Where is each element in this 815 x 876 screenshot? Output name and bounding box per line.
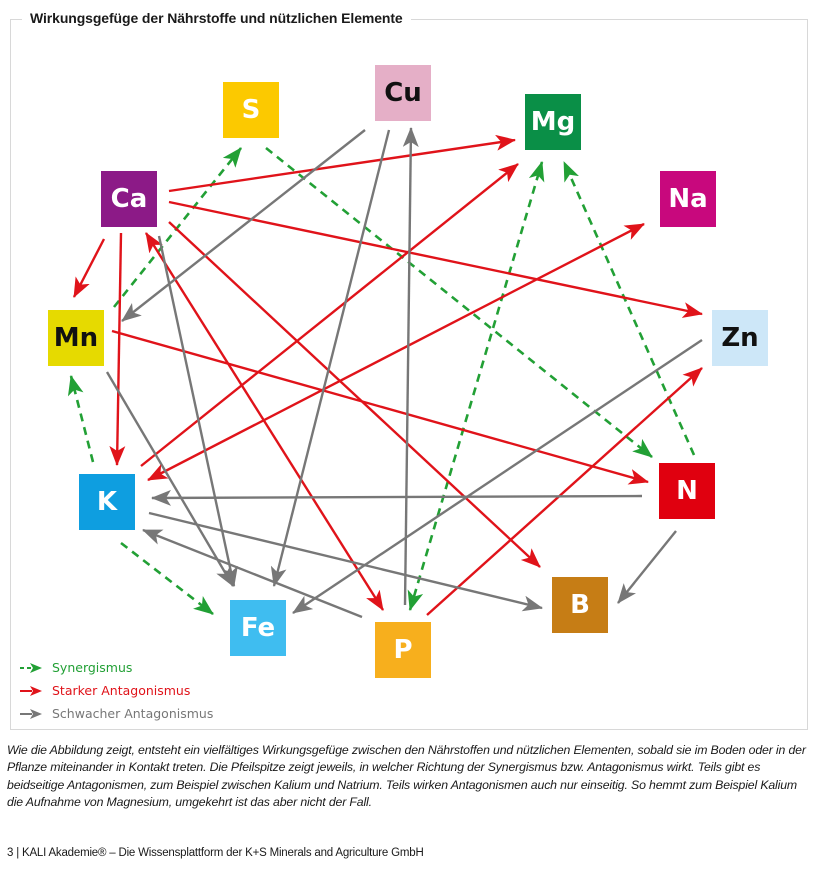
element-label-zn: Zn bbox=[721, 323, 759, 353]
arrow-mn-to-fe-weak-antagonism bbox=[105, 371, 235, 587]
arrow-ca-to-zn-strong-antagonism bbox=[168, 200, 703, 318]
element-label-n: N bbox=[676, 476, 698, 506]
arrow-p-to-zn-strong-antagonism bbox=[426, 367, 703, 616]
element-label-s: S bbox=[241, 95, 261, 125]
element-box-ca: Ca bbox=[101, 171, 157, 227]
arrow-ca-to-mn-strong-antagonism bbox=[72, 238, 106, 298]
element-label-mg: Mg bbox=[530, 107, 576, 137]
page-footer: 3 | KALI Akademie® – Die Wissensplattfor… bbox=[7, 847, 424, 859]
arrow-ca-to-b-strong-antagonism bbox=[168, 221, 541, 568]
element-box-b: B bbox=[552, 577, 608, 633]
legend-item-strong-antagonism: Starker Antagonismus bbox=[20, 679, 213, 702]
element-label-fe: Fe bbox=[240, 613, 276, 643]
element-label-mn: Mn bbox=[53, 323, 99, 353]
element-box-n: N bbox=[659, 463, 715, 519]
arrow-k-to-mg-strong-antagonism bbox=[140, 163, 519, 467]
arrow-n-to-k-weak-antagonism bbox=[151, 489, 643, 506]
legend-item-weak-antagonism: Schwacher Antagonismus bbox=[20, 702, 213, 725]
element-box-s: S bbox=[223, 82, 279, 138]
arrow-ca-to-s-synergism bbox=[112, 147, 243, 308]
element-label-ca: Ca bbox=[110, 184, 148, 214]
red-arrow-icon bbox=[20, 685, 42, 696]
element-label-b: B bbox=[570, 590, 590, 620]
gray-arrow-icon bbox=[20, 708, 42, 719]
arrowhead-mg-to-p bbox=[407, 589, 424, 611]
arrow-ca-to-fe-weak-antagonism bbox=[157, 235, 238, 587]
arrow-p-to-k-weak-antagonism bbox=[142, 528, 363, 619]
legend-label-weak-antagonism: Schwacher Antagonismus bbox=[52, 706, 214, 721]
diagram-title: Wirkungsgefüge der Nährstoffe und nützli… bbox=[22, 10, 411, 26]
element-box-fe: Fe bbox=[230, 600, 286, 656]
arrow-n-to-b-weak-antagonism bbox=[617, 530, 677, 604]
arrow-k-to-b-weak-antagonism bbox=[148, 511, 543, 612]
arrow-k-to-mn-synergism bbox=[67, 375, 95, 463]
element-box-cu: Cu bbox=[375, 65, 431, 121]
element-box-mn: Mn bbox=[48, 310, 104, 366]
arrow-p-to-cu-weak-antagonism bbox=[402, 127, 419, 606]
legend-item-synergism: Synergismus bbox=[20, 656, 213, 679]
arrow-ca-to-mg-strong-antagonism bbox=[168, 134, 516, 193]
arrow-p-to-mg-synergism bbox=[408, 161, 545, 611]
arrow-cu-to-fe-weak-antagonism bbox=[270, 129, 391, 587]
arrowhead-ca-to-p bbox=[366, 589, 384, 611]
element-box-zn: Zn bbox=[712, 310, 768, 366]
arrow-zn-to-fe-weak-antagonism bbox=[292, 339, 703, 614]
arrow-k-to-fe-synergism bbox=[120, 541, 214, 616]
element-box-mg: Mg bbox=[525, 94, 581, 150]
arrow-k-to-na-strong-antagonism bbox=[147, 222, 645, 482]
caption-text: Wie die Abbildung zeigt, entsteht ein vi… bbox=[7, 743, 806, 809]
element-box-p: P bbox=[375, 622, 431, 678]
interaction-diagram bbox=[67, 127, 703, 619]
legend-label-strong-antagonism: Starker Antagonismus bbox=[52, 683, 191, 698]
element-box-k: K bbox=[79, 474, 135, 530]
arrow-s-to-n-synergism bbox=[265, 146, 653, 459]
element-label-cu: Cu bbox=[384, 78, 422, 108]
arrow-ca-to-k-strong-antagonism bbox=[109, 232, 126, 466]
dashed-arrow-icon bbox=[20, 662, 42, 673]
legend-label-synergism: Synergismus bbox=[52, 660, 133, 675]
element-box-na: Na bbox=[660, 171, 716, 227]
element-label-p: P bbox=[393, 635, 413, 665]
arrow-p-to-ca-strong-antagonism bbox=[144, 232, 385, 611]
arrow-cu-to-mn-weak-antagonism bbox=[121, 129, 366, 322]
element-label-k: K bbox=[96, 487, 118, 517]
arrowhead-na-to-k bbox=[147, 464, 169, 481]
element-label-na: Na bbox=[668, 184, 708, 214]
arrow-n-to-mg-synergism bbox=[562, 161, 696, 456]
legend: Synergismus Starker Antagonismus Schwach… bbox=[20, 656, 213, 725]
arrow-mn-to-n-strong-antagonism bbox=[111, 329, 649, 485]
